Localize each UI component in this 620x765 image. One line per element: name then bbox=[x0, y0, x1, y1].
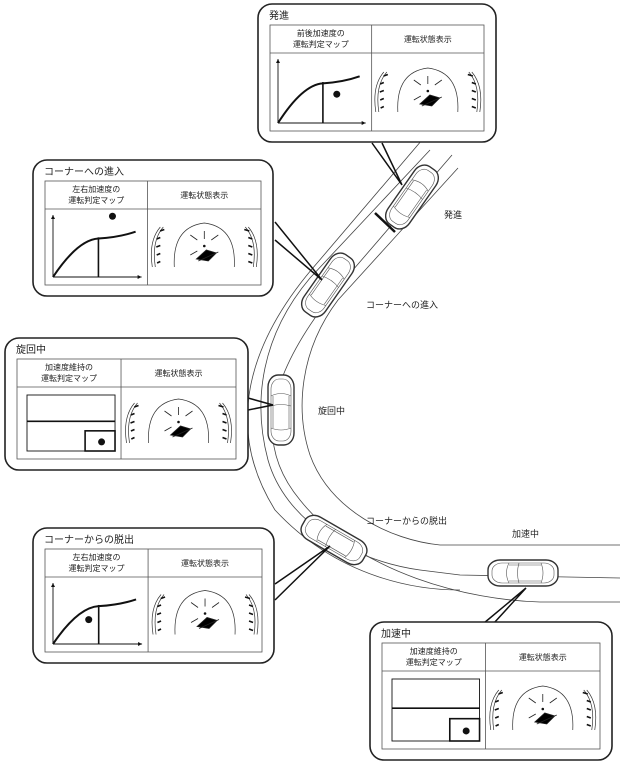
current-state-dot bbox=[462, 727, 470, 735]
display-header: 運転状態表示 bbox=[155, 368, 203, 378]
road-label-turning: 旋回中 bbox=[318, 405, 345, 417]
road bbox=[247, 139, 620, 603]
callout-frame bbox=[32, 159, 274, 297]
cars bbox=[267, 164, 559, 587]
callout-frame bbox=[369, 621, 613, 761]
display-header: 運転状態表示 bbox=[181, 558, 229, 568]
map-header-line-2: 運転判定マップ bbox=[69, 563, 125, 573]
current-state-dot bbox=[98, 438, 106, 446]
callout-title: 旋回中 bbox=[16, 343, 46, 356]
map-area bbox=[26, 394, 116, 452]
callout-title: 発進 bbox=[269, 9, 289, 22]
driving-state-gauge-icon bbox=[150, 222, 258, 268]
callout-boxes: 発進前後加速度の運転判定マップ運転状態表示コーナーへの進入左右加速度の運転判定マ… bbox=[4, 3, 613, 761]
road-label-corner-entry: コーナーへの進入 bbox=[366, 299, 438, 311]
callout-frame bbox=[4, 337, 249, 471]
callout-tail-start bbox=[371, 142, 403, 186]
driving-state-gauge-icon bbox=[151, 590, 259, 635]
target-region bbox=[84, 430, 116, 452]
driving-state-gauge-icon bbox=[489, 685, 597, 731]
map-header-line-2: 運転判定マップ bbox=[68, 195, 124, 205]
car-accelerating bbox=[487, 559, 559, 587]
callout-title: 加速中 bbox=[381, 627, 411, 640]
road-left-edge bbox=[260, 149, 620, 579]
callout-tail-corner-exit bbox=[274, 545, 331, 601]
judgment-map bbox=[276, 59, 366, 125]
judgment-map bbox=[26, 394, 116, 452]
map-header-line-2: 運転判定マップ bbox=[41, 373, 97, 383]
car-corner-exit bbox=[300, 514, 368, 566]
display-header: 運転状態表示 bbox=[180, 190, 228, 200]
road-inner-edge bbox=[247, 139, 461, 591]
map-header-line-1: 左右加速度の bbox=[72, 184, 120, 194]
map-area bbox=[391, 678, 481, 742]
driving-state-gauge-icon bbox=[125, 398, 232, 444]
road-label-corner-exit: コーナーからの脱出 bbox=[366, 515, 447, 527]
judgment-map bbox=[51, 212, 142, 279]
info-table bbox=[44, 180, 262, 286]
car-start bbox=[384, 164, 440, 230]
road-label-start: 発進 bbox=[444, 209, 462, 221]
driving-state-gauge-icon bbox=[374, 67, 482, 113]
display-header: 運転状態表示 bbox=[404, 34, 452, 44]
car-corner-entry bbox=[300, 252, 356, 318]
map-header-line-1: 左右加速度の bbox=[73, 552, 121, 562]
info-table bbox=[44, 548, 263, 653]
info-table bbox=[381, 642, 601, 750]
callout-frame bbox=[32, 527, 275, 664]
map-header-line-1: 前後加速度の bbox=[297, 28, 345, 38]
callout-title: コーナーからの脱出 bbox=[44, 533, 134, 546]
map-header-line-1: 加速度維持の bbox=[410, 646, 458, 656]
current-state-dot bbox=[108, 212, 116, 220]
map-header-line-2: 運転判定マップ bbox=[293, 39, 349, 49]
info-table bbox=[16, 358, 237, 460]
car-turning bbox=[267, 374, 295, 446]
target-region bbox=[448, 717, 481, 742]
callout-tail-accelerating bbox=[483, 587, 527, 624]
map-header-line-2: 運転判定マップ bbox=[406, 657, 462, 667]
map-header-line-1: 加速度維持の bbox=[45, 362, 93, 372]
display-header: 運転状態表示 bbox=[519, 652, 567, 662]
road-outer-edge bbox=[271, 154, 620, 603]
callout-tail-corner-entry bbox=[274, 221, 323, 281]
info-table bbox=[269, 24, 485, 132]
judgment-map bbox=[51, 583, 143, 646]
judgment-map bbox=[391, 678, 481, 742]
current-state-dot bbox=[85, 616, 93, 624]
stop-line bbox=[374, 212, 396, 233]
current-state-dot bbox=[333, 90, 341, 98]
callout-title: コーナーへの進入 bbox=[44, 166, 124, 178]
road-label-accelerating: 加速中 bbox=[512, 528, 539, 540]
callout-frame bbox=[257, 3, 497, 143]
road-right-edge bbox=[301, 167, 620, 546]
callout-tail-turning bbox=[247, 397, 274, 411]
callout-tails bbox=[247, 142, 527, 624]
